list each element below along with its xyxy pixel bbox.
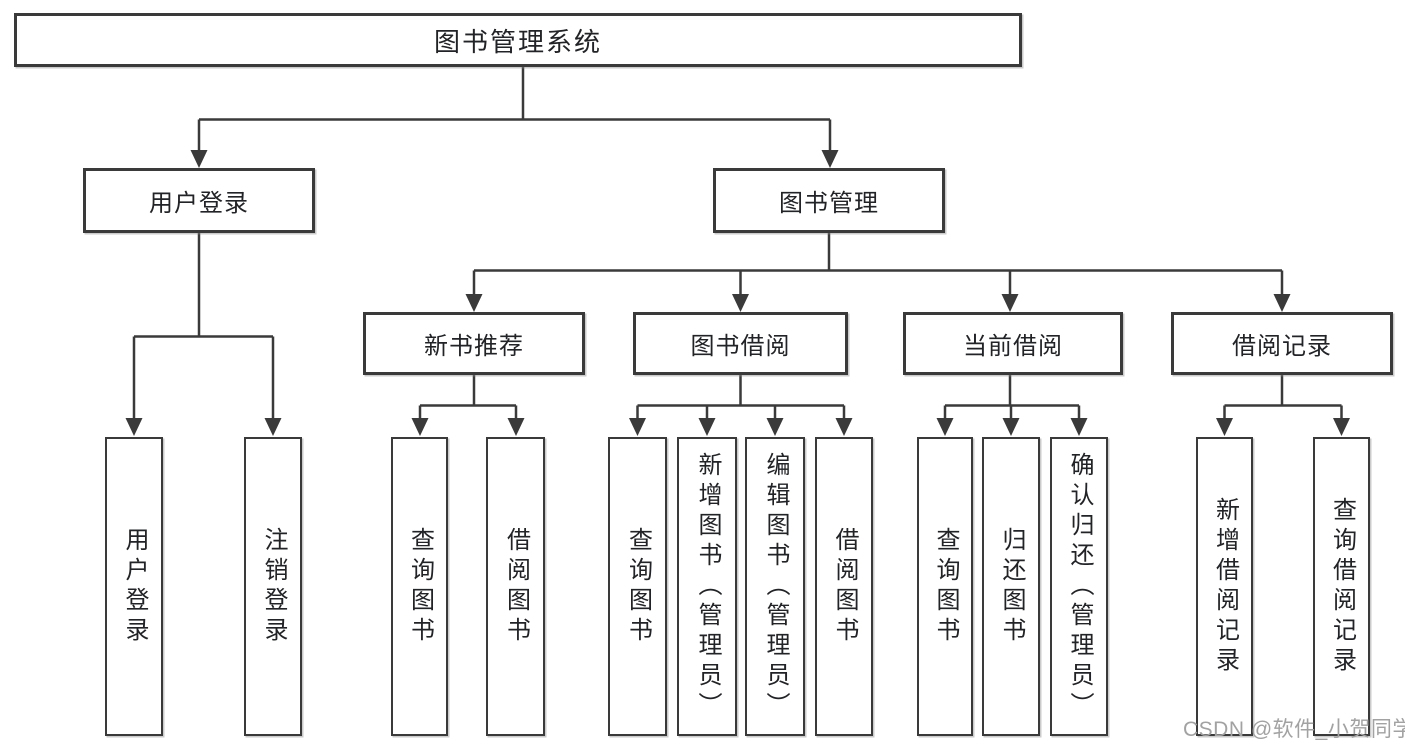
node-label: 当前借阅: [963, 333, 1063, 360]
leaf-label: 借阅图书: [502, 526, 530, 647]
node-label: 图书借阅: [690, 333, 791, 360]
node-label: 用户登录: [149, 190, 249, 217]
leaf-borrow-books-borrowing: 借阅图书: [815, 437, 873, 736]
node-new-book-recommendation: 新书推荐: [363, 312, 585, 375]
node-label: 新书推荐: [424, 333, 524, 360]
leaf-label: 查询借阅记录: [1328, 496, 1356, 677]
leaf-borrow-books-recommend: 借阅图书: [486, 437, 545, 736]
arrowheads: [125, 150, 1350, 436]
leaf-user-login: 用户登录: [105, 437, 163, 736]
leaf-label: 新增图书（管理员）: [694, 451, 721, 722]
leaf-add-book-admin: 新增图书（管理员）: [677, 437, 737, 736]
connector-strokes: [132, 67, 1343, 419]
leaf-return-book: 归还图书: [982, 437, 1040, 736]
leaf-label: 借阅图书: [831, 526, 858, 647]
leaf-query-borrow-record: 查询借阅记录: [1313, 437, 1370, 736]
node-label: 图书管理: [779, 190, 879, 217]
leaf-label: 编辑图书（管理员）: [762, 451, 789, 722]
leaf-label: 用户登录: [121, 526, 148, 647]
leaf-label: 确认归还（管理员）: [1066, 451, 1093, 722]
node-library-management-system: 图书管理系统: [14, 13, 1022, 67]
node-book-borrowing: 图书借阅: [633, 312, 848, 375]
csdn-watermark: CSDN @软件_小贺同学: [1183, 718, 1405, 741]
node-current-borrowing: 当前借阅: [903, 312, 1123, 375]
leaf-query-books-current: 查询图书: [917, 437, 973, 736]
leaf-query-books-borrowing: 查询图书: [608, 437, 667, 736]
leaf-label: 查询图书: [932, 526, 959, 647]
leaf-edit-book-admin: 编辑图书（管理员）: [745, 437, 805, 736]
node-label: 借阅记录: [1232, 333, 1332, 360]
leaf-label: 查询图书: [624, 526, 652, 647]
leaf-label: 归还图书: [998, 526, 1025, 647]
leaf-logout: 注销登录: [244, 437, 302, 736]
leaf-query-books-recommend: 查询图书: [391, 437, 448, 736]
leaf-confirm-return-admin: 确认归还（管理员）: [1050, 437, 1108, 736]
node-label: 图书管理系统: [433, 26, 602, 57]
leaf-label: 新增借阅记录: [1211, 496, 1239, 677]
leaf-label: 查询图书: [406, 526, 434, 647]
leaf-label: 注销登录: [260, 526, 287, 647]
node-borrowing-records: 借阅记录: [1171, 312, 1393, 375]
node-user-login: 用户登录: [83, 168, 315, 233]
leaf-add-borrow-record: 新增借阅记录: [1196, 437, 1253, 736]
node-book-management: 图书管理: [713, 168, 945, 233]
